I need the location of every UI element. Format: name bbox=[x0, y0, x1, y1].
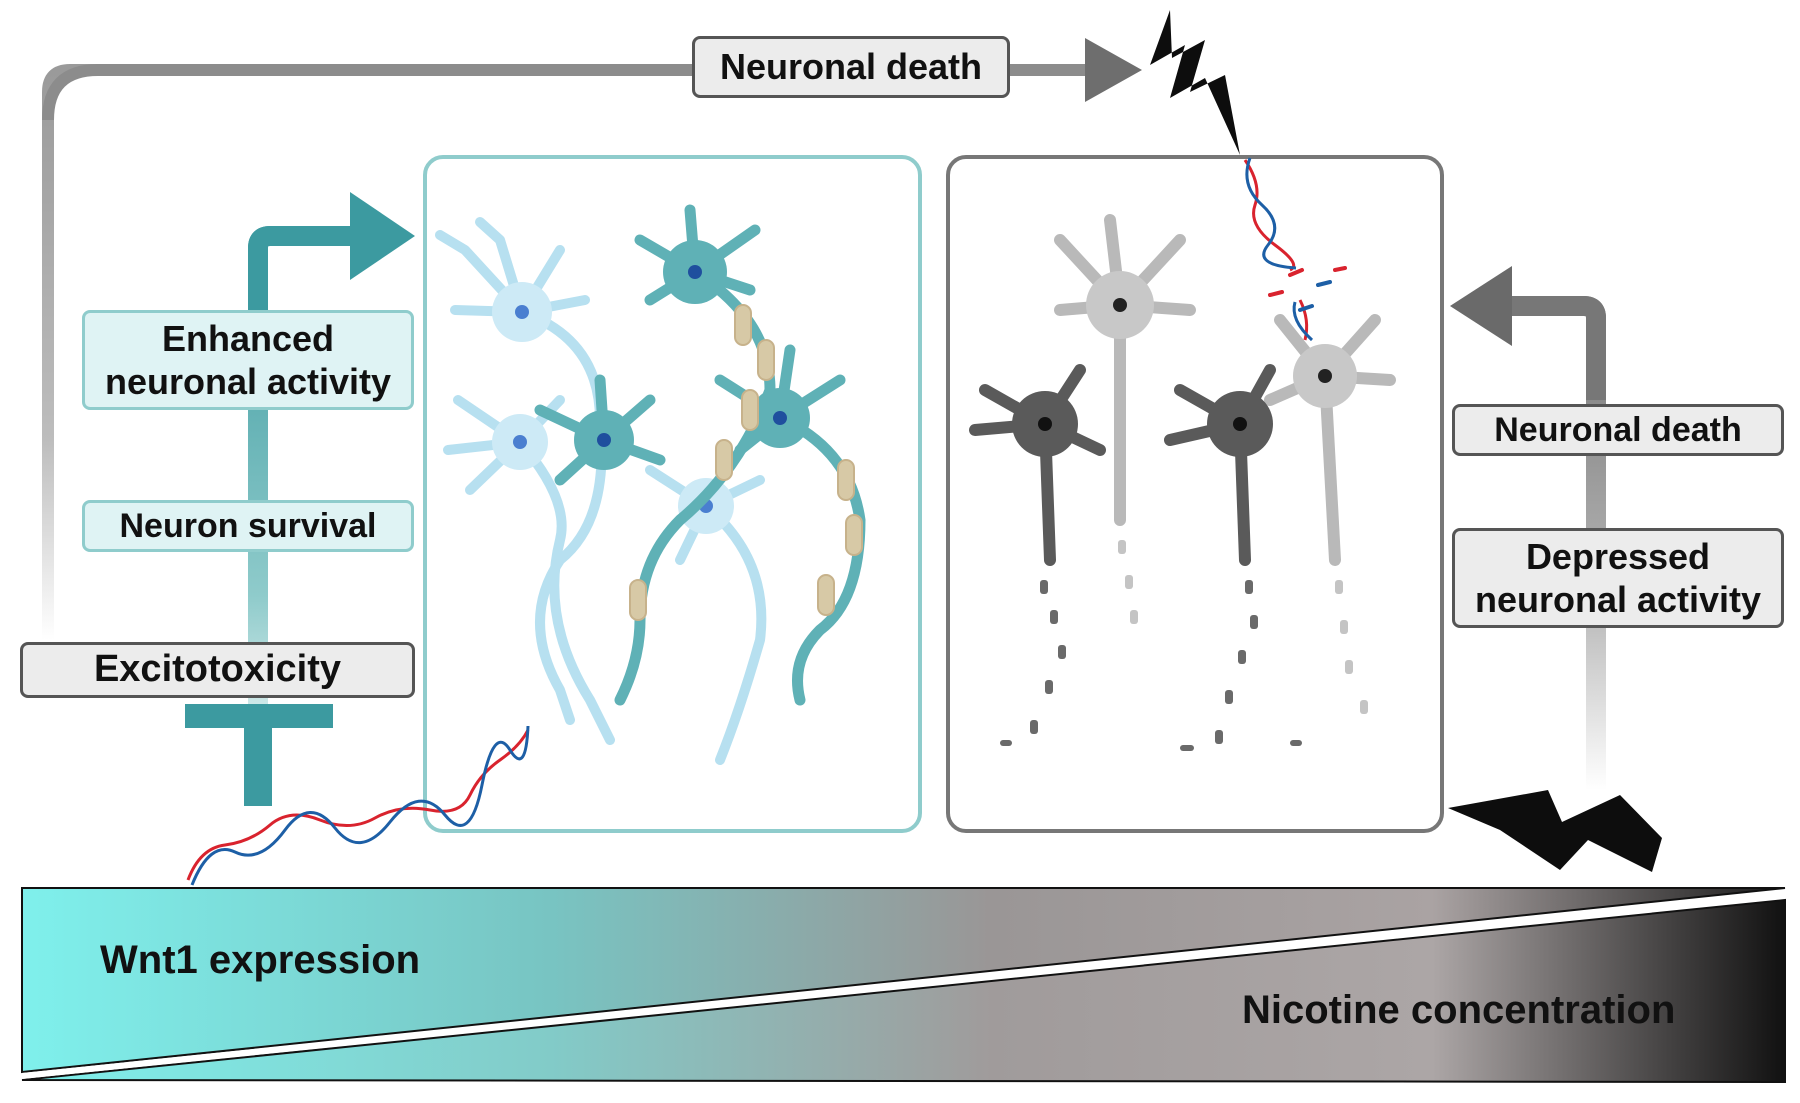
label-depressed-activity: Depressed neuronal activity bbox=[1452, 528, 1784, 628]
lightning-bolt-bottom bbox=[1448, 790, 1662, 872]
neuron-light-1 bbox=[435, 217, 607, 725]
neuron-gray-light-2 bbox=[1264, 314, 1396, 566]
survival-arrow bbox=[248, 192, 415, 790]
neuron-light-2 bbox=[443, 395, 615, 745]
lightning-bolt-top bbox=[1150, 10, 1240, 155]
label-neuron-survival: Neuron survival bbox=[82, 500, 414, 552]
depression-arrow bbox=[1450, 266, 1606, 790]
arrowhead-right bbox=[1085, 38, 1142, 102]
label-neuronal-death-right: Neuronal death bbox=[1452, 404, 1784, 456]
neuron-gray-dark-1 bbox=[969, 364, 1106, 566]
label-wnt1-expression: Wnt1 expression bbox=[100, 938, 421, 982]
dna-strand-top bbox=[1243, 157, 1314, 342]
neuron-gray-dark-2 bbox=[1164, 364, 1276, 566]
myelin-sheath bbox=[629, 304, 863, 621]
label-neuronal-death-top: Neuronal death bbox=[692, 36, 1010, 98]
degenerating-neurons-panel bbox=[946, 155, 1444, 833]
dna-fragments bbox=[1268, 266, 1347, 312]
axon-fragments-light bbox=[1118, 540, 1368, 714]
label-nicotine-concentration: Nicotine concentration bbox=[1242, 988, 1676, 1032]
healthy-neurons-panel bbox=[423, 155, 922, 833]
dna-strand-left bbox=[186, 725, 530, 886]
gradient-band bbox=[21, 887, 1786, 1084]
axon-fragments bbox=[1000, 580, 1302, 751]
label-excitotoxicity: Excitotoxicity bbox=[20, 642, 415, 698]
label-enhanced-activity: Enhanced neuronal activity bbox=[82, 310, 414, 410]
excitotoxicity-death-arrow bbox=[42, 38, 1142, 640]
inhibition-bar bbox=[185, 704, 333, 806]
